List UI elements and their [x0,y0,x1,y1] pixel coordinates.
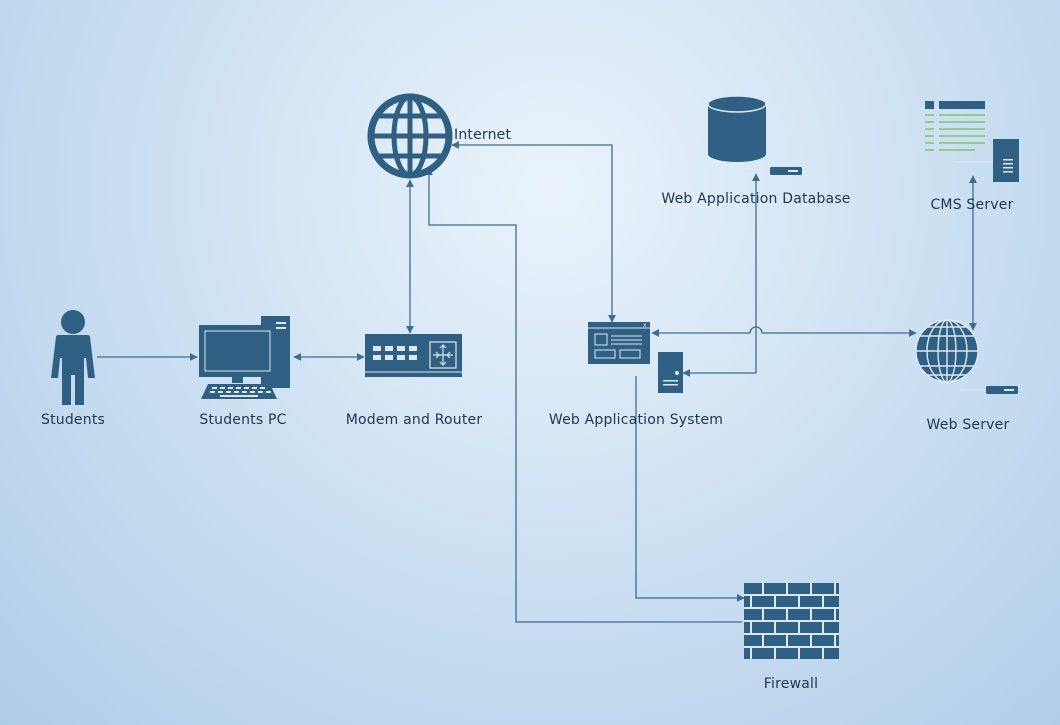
label-modem-router: Modem and Router [345,412,483,428]
web-server-globe-icon [915,319,1018,394]
label-web-app-database: Web Application Database [661,191,851,207]
router-icon [365,334,462,377]
database-icon [707,95,802,175]
label-web-app-system: Web Application System [548,412,724,428]
label-web-server: Web Server [926,417,1010,433]
connector-database-webapp [682,173,760,377]
connectors [97,141,977,623]
connector-internet-webapp [451,141,616,323]
label-students: Students [40,412,106,428]
connector-firewall-internet [425,167,742,623]
label-cms-server: CMS Server [930,197,1014,213]
label-firewall: Firewall [763,676,819,692]
svg-text:x: x [643,322,647,329]
label-internet: Internet [454,127,512,143]
label-students-pc: Students PC [199,412,287,428]
student-icon [51,310,95,405]
computer-icon [199,316,290,399]
cms-server-icon [925,101,1019,182]
firewall-icon [744,583,839,659]
connector-webapp-webserver [651,326,917,337]
web-app-window-icon: x [588,322,683,393]
internet-globe-icon [367,93,453,179]
connector-webapp-firewall [635,376,745,602]
